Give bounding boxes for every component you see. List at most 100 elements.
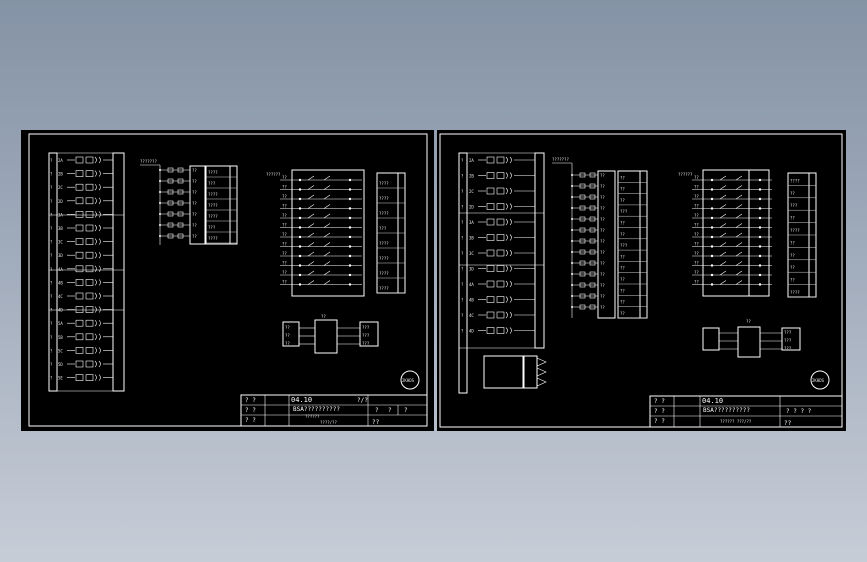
svg-text:? ?: ? ?: [654, 398, 665, 405]
svg-text:??: ??: [694, 213, 699, 218]
svg-text:??: ??: [694, 280, 699, 285]
svg-text:?: ?: [461, 251, 464, 256]
svg-text:??: ??: [600, 217, 605, 222]
relay-box-left: ?? ?? ?? ?? ??? ??? ???: [282, 314, 379, 354]
terminal-label: 2D: [469, 205, 474, 210]
svg-text:????/??: ????/??: [320, 420, 337, 425]
svg-text:?: ?: [50, 199, 53, 204]
svg-text:???: ???: [784, 338, 792, 343]
svg-text:??: ??: [600, 173, 605, 178]
table-cell: ??: [790, 191, 795, 196]
svg-text:??: ??: [282, 242, 287, 247]
company-logo-right: 2KHDS: [810, 370, 830, 390]
svg-text:BSA??????????: BSA??????????: [293, 406, 340, 413]
table-cell: ??: [620, 221, 625, 226]
table-cell: ???: [790, 203, 798, 208]
title-block-right: 04.10 BSA?????????? ?????? ???/?? ?? ? ?…: [649, 395, 843, 428]
schematic-right-left: ?????? ???????????????????????? ????????…: [266, 169, 406, 297]
table-cell: ???: [620, 243, 628, 248]
svg-text:??: ??: [282, 204, 287, 209]
svg-text:??: ??: [694, 251, 699, 256]
terminal-label: 5A: [58, 321, 63, 326]
terminal-label: 3C: [469, 251, 474, 256]
table-cell: ????: [379, 241, 389, 246]
table-cell: ??: [790, 265, 795, 270]
svg-text:??: ??: [600, 250, 605, 255]
svg-text:???????: ???????: [552, 157, 569, 162]
svg-text:??????: ??????: [266, 172, 281, 177]
svg-text:??: ??: [746, 319, 751, 324]
table-cell: ??: [790, 253, 795, 258]
terminal-label: 2D: [58, 199, 63, 204]
svg-text:???: ???: [362, 333, 370, 338]
table-cell: ??: [790, 240, 795, 245]
svg-text:?: ?: [461, 220, 464, 225]
svg-text:??: ??: [192, 201, 197, 206]
terminal-label: 4D: [469, 329, 474, 334]
svg-text:?: ?: [50, 158, 53, 163]
svg-text:?: ?: [388, 407, 392, 414]
svg-text:??????: ??????: [678, 172, 693, 177]
table-cell: ????: [208, 203, 218, 208]
terminal-label: 4A: [469, 282, 474, 287]
terminal-label: 2A: [469, 158, 474, 163]
drawing-sheet-right[interactable]: 2A?2B?2C?2D?3A?3B?3C?3D?4A?4B?4C?4D? ???…: [437, 130, 846, 431]
terminal-label: 5C: [58, 348, 63, 353]
terminal-label: 3D: [469, 267, 474, 272]
terminal-strip-right: 2A?2B?2C?2D?3A?3B?3C?3D?4A?4B?4C?4D?: [458, 152, 547, 394]
table-cell: ????: [208, 236, 218, 241]
table-cell: ????: [790, 178, 800, 183]
terminal-label: 3A: [58, 212, 63, 217]
table-cell: ??: [620, 300, 625, 305]
svg-text:??: ??: [285, 325, 290, 330]
drawing-sheet-left[interactable]: 2A?2B?2C?2D?3A?3B?3C?3D?4A?4B?4C?4D?5A?5…: [21, 130, 434, 431]
svg-text:??: ??: [192, 179, 197, 184]
table-cell: ??: [620, 232, 625, 237]
svg-text:?: ?: [50, 212, 53, 217]
svg-text:?: ?: [461, 205, 464, 210]
svg-text:??: ??: [600, 239, 605, 244]
terminal-label: 2A: [58, 158, 63, 163]
svg-text:??: ??: [694, 175, 699, 180]
terminal-label: 3B: [469, 236, 474, 241]
svg-text:??: ??: [192, 212, 197, 217]
svg-text:???: ???: [362, 325, 370, 330]
table-cell: ??: [620, 266, 625, 271]
svg-text:? ? ? ?: ? ? ? ?: [786, 408, 812, 415]
terminal-label: 4B: [469, 298, 474, 303]
terminal-label: 2C: [469, 189, 474, 194]
table-cell: ???: [379, 226, 387, 231]
svg-text:??: ??: [600, 294, 605, 299]
svg-text:??: ??: [694, 223, 699, 228]
svg-text:??: ??: [694, 261, 699, 266]
svg-text:??: ??: [694, 242, 699, 247]
svg-text:?: ?: [50, 362, 53, 367]
drawing-code: 04.10: [291, 396, 312, 404]
svg-text:?: ?: [461, 189, 464, 194]
table-cell: ??: [620, 277, 625, 282]
terminal-label: 4C: [469, 313, 474, 318]
svg-text:??: ??: [282, 261, 287, 266]
svg-text:?/?: ?/?: [357, 397, 368, 404]
svg-text:??: ??: [282, 251, 287, 256]
table-cell: ??: [790, 216, 795, 221]
table-cell: ????: [790, 228, 800, 233]
svg-text:?: ?: [50, 240, 53, 245]
svg-text:??: ??: [600, 261, 605, 266]
terminal-label: 5B: [58, 335, 63, 340]
svg-text:?: ?: [50, 253, 53, 258]
table-cell: ????: [208, 192, 218, 197]
svg-text:??: ??: [282, 175, 287, 180]
table-cell: ??: [620, 187, 625, 192]
svg-text:?: ?: [50, 280, 53, 285]
svg-text:??: ??: [282, 213, 287, 218]
terminal-strip-left: 2A?2B?2C?2D?3A?3B?3C?3D?4A?4B?4C?4D?5A?5…: [48, 152, 125, 392]
table-cell: ???: [208, 225, 216, 230]
terminal-label: 3D: [58, 253, 63, 258]
terminal-label: 4D: [58, 308, 63, 313]
svg-text:?: ?: [50, 267, 53, 272]
svg-text:???????: ???????: [140, 159, 157, 164]
svg-text:?: ?: [375, 407, 379, 414]
terminal-label: 3C: [58, 240, 63, 245]
